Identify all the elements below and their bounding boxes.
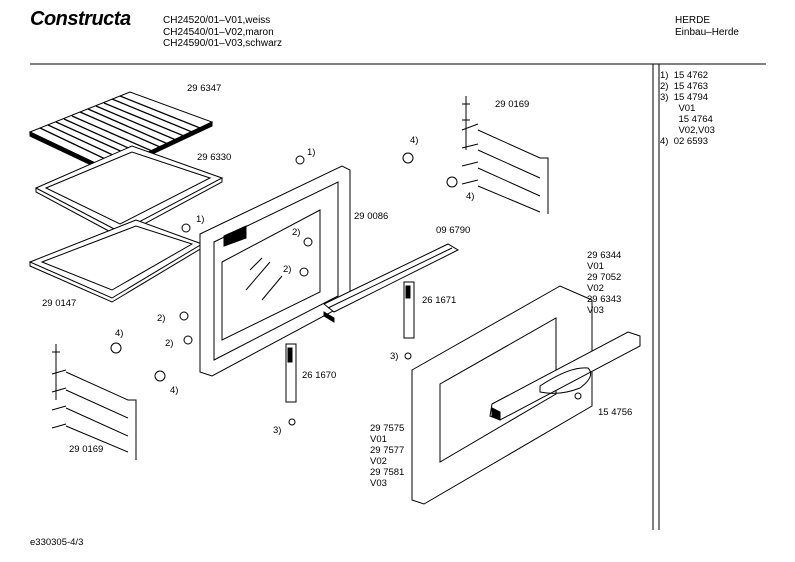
ref-marker: 1)	[196, 214, 205, 225]
ref-marker: 1)	[307, 147, 316, 158]
part-label: 29 0169	[495, 99, 530, 110]
legend-line: 4) 02 6593	[660, 136, 709, 147]
document-code: e330305-4/3	[30, 537, 84, 548]
model-line: CH24540/01–V02,maron	[163, 26, 274, 38]
model-list: CH24520/01–V01,weiss CH24540/01–V02,maro…	[163, 15, 282, 50]
enamel-tray-drawing	[28, 219, 204, 303]
subcategory-label: Einbau–Herde	[675, 27, 739, 38]
part-label: 29 6330	[197, 152, 232, 163]
part-label: 29 6347	[187, 83, 222, 94]
side-rail-drawing	[323, 243, 460, 323]
ref-marker: 2)	[283, 264, 292, 275]
ref-marker: 4)	[115, 328, 124, 339]
ref-marker: 4)	[170, 385, 179, 396]
ref-marker: 2)	[157, 313, 166, 324]
part-label: 29 7052	[587, 272, 622, 283]
category-label: HERDE	[675, 15, 711, 26]
part-label: V03	[370, 478, 387, 489]
legend-line: 2) 15 4763	[660, 81, 709, 92]
part-label: 26 1671	[422, 295, 457, 306]
part-label: 15 4756	[598, 407, 633, 418]
shelf-support-top-drawing	[461, 96, 549, 214]
door-handle-drawing	[489, 331, 641, 421]
part-label: V03	[587, 305, 604, 316]
ref-marker: 3)	[390, 351, 399, 362]
model-line: CH24590/01–V03,schwarz	[163, 38, 282, 49]
part-label: 29 7581	[370, 467, 405, 478]
brand-logo: Constructa	[30, 8, 131, 30]
part-label: V02	[587, 283, 604, 294]
part-label: 26 1670	[302, 370, 337, 381]
screws-drawing	[110, 152, 582, 426]
part-label: 29 0086	[354, 211, 389, 222]
part-label: V02	[370, 456, 387, 467]
ref-marker: 4)	[410, 135, 419, 146]
part-label: 29 7575	[370, 423, 405, 434]
baking-tray-drawing	[34, 145, 224, 238]
door-variant-labels-right: 29 6344 V01 29 7052 V02 29 6343 V03	[587, 250, 621, 316]
parts-legend: 1) 15 4762 2) 15 4763 3) 15 4794 V01 15 …	[660, 70, 715, 147]
part-label: 29 0147	[42, 298, 77, 309]
part-label: 29 7577	[370, 445, 405, 456]
ref-marker: 4)	[466, 191, 475, 202]
door-variant-labels-left: 29 7575 V01 29 7577 V02 29 7581 V03	[370, 423, 404, 489]
oven-door-drawing	[411, 285, 593, 505]
oven-muffle-frame-drawing	[199, 165, 351, 377]
ref-marker: 2)	[165, 338, 174, 349]
legend-line: V02,V03	[660, 125, 715, 136]
part-label: 29 6343	[587, 294, 622, 305]
model-line: CH24520/01–V01,weiss	[163, 15, 271, 26]
ref-marker: 2)	[292, 227, 301, 238]
part-label: V01	[370, 434, 387, 445]
part-label: 29 6344	[587, 250, 622, 261]
shelf-support-bottom-drawing	[51, 344, 137, 460]
legend-line: V01	[660, 103, 696, 114]
legend-line: 1) 15 4762	[660, 70, 709, 81]
part-label: 09 6790	[436, 225, 471, 236]
part-label: 29 0169	[69, 444, 104, 455]
legend-line: 15 4764	[660, 114, 713, 125]
legend-line: 3) 15 4794	[660, 92, 709, 103]
hinge-drawing	[285, 281, 415, 403]
ref-marker: 3)	[273, 425, 282, 436]
part-label: V01	[587, 261, 604, 272]
